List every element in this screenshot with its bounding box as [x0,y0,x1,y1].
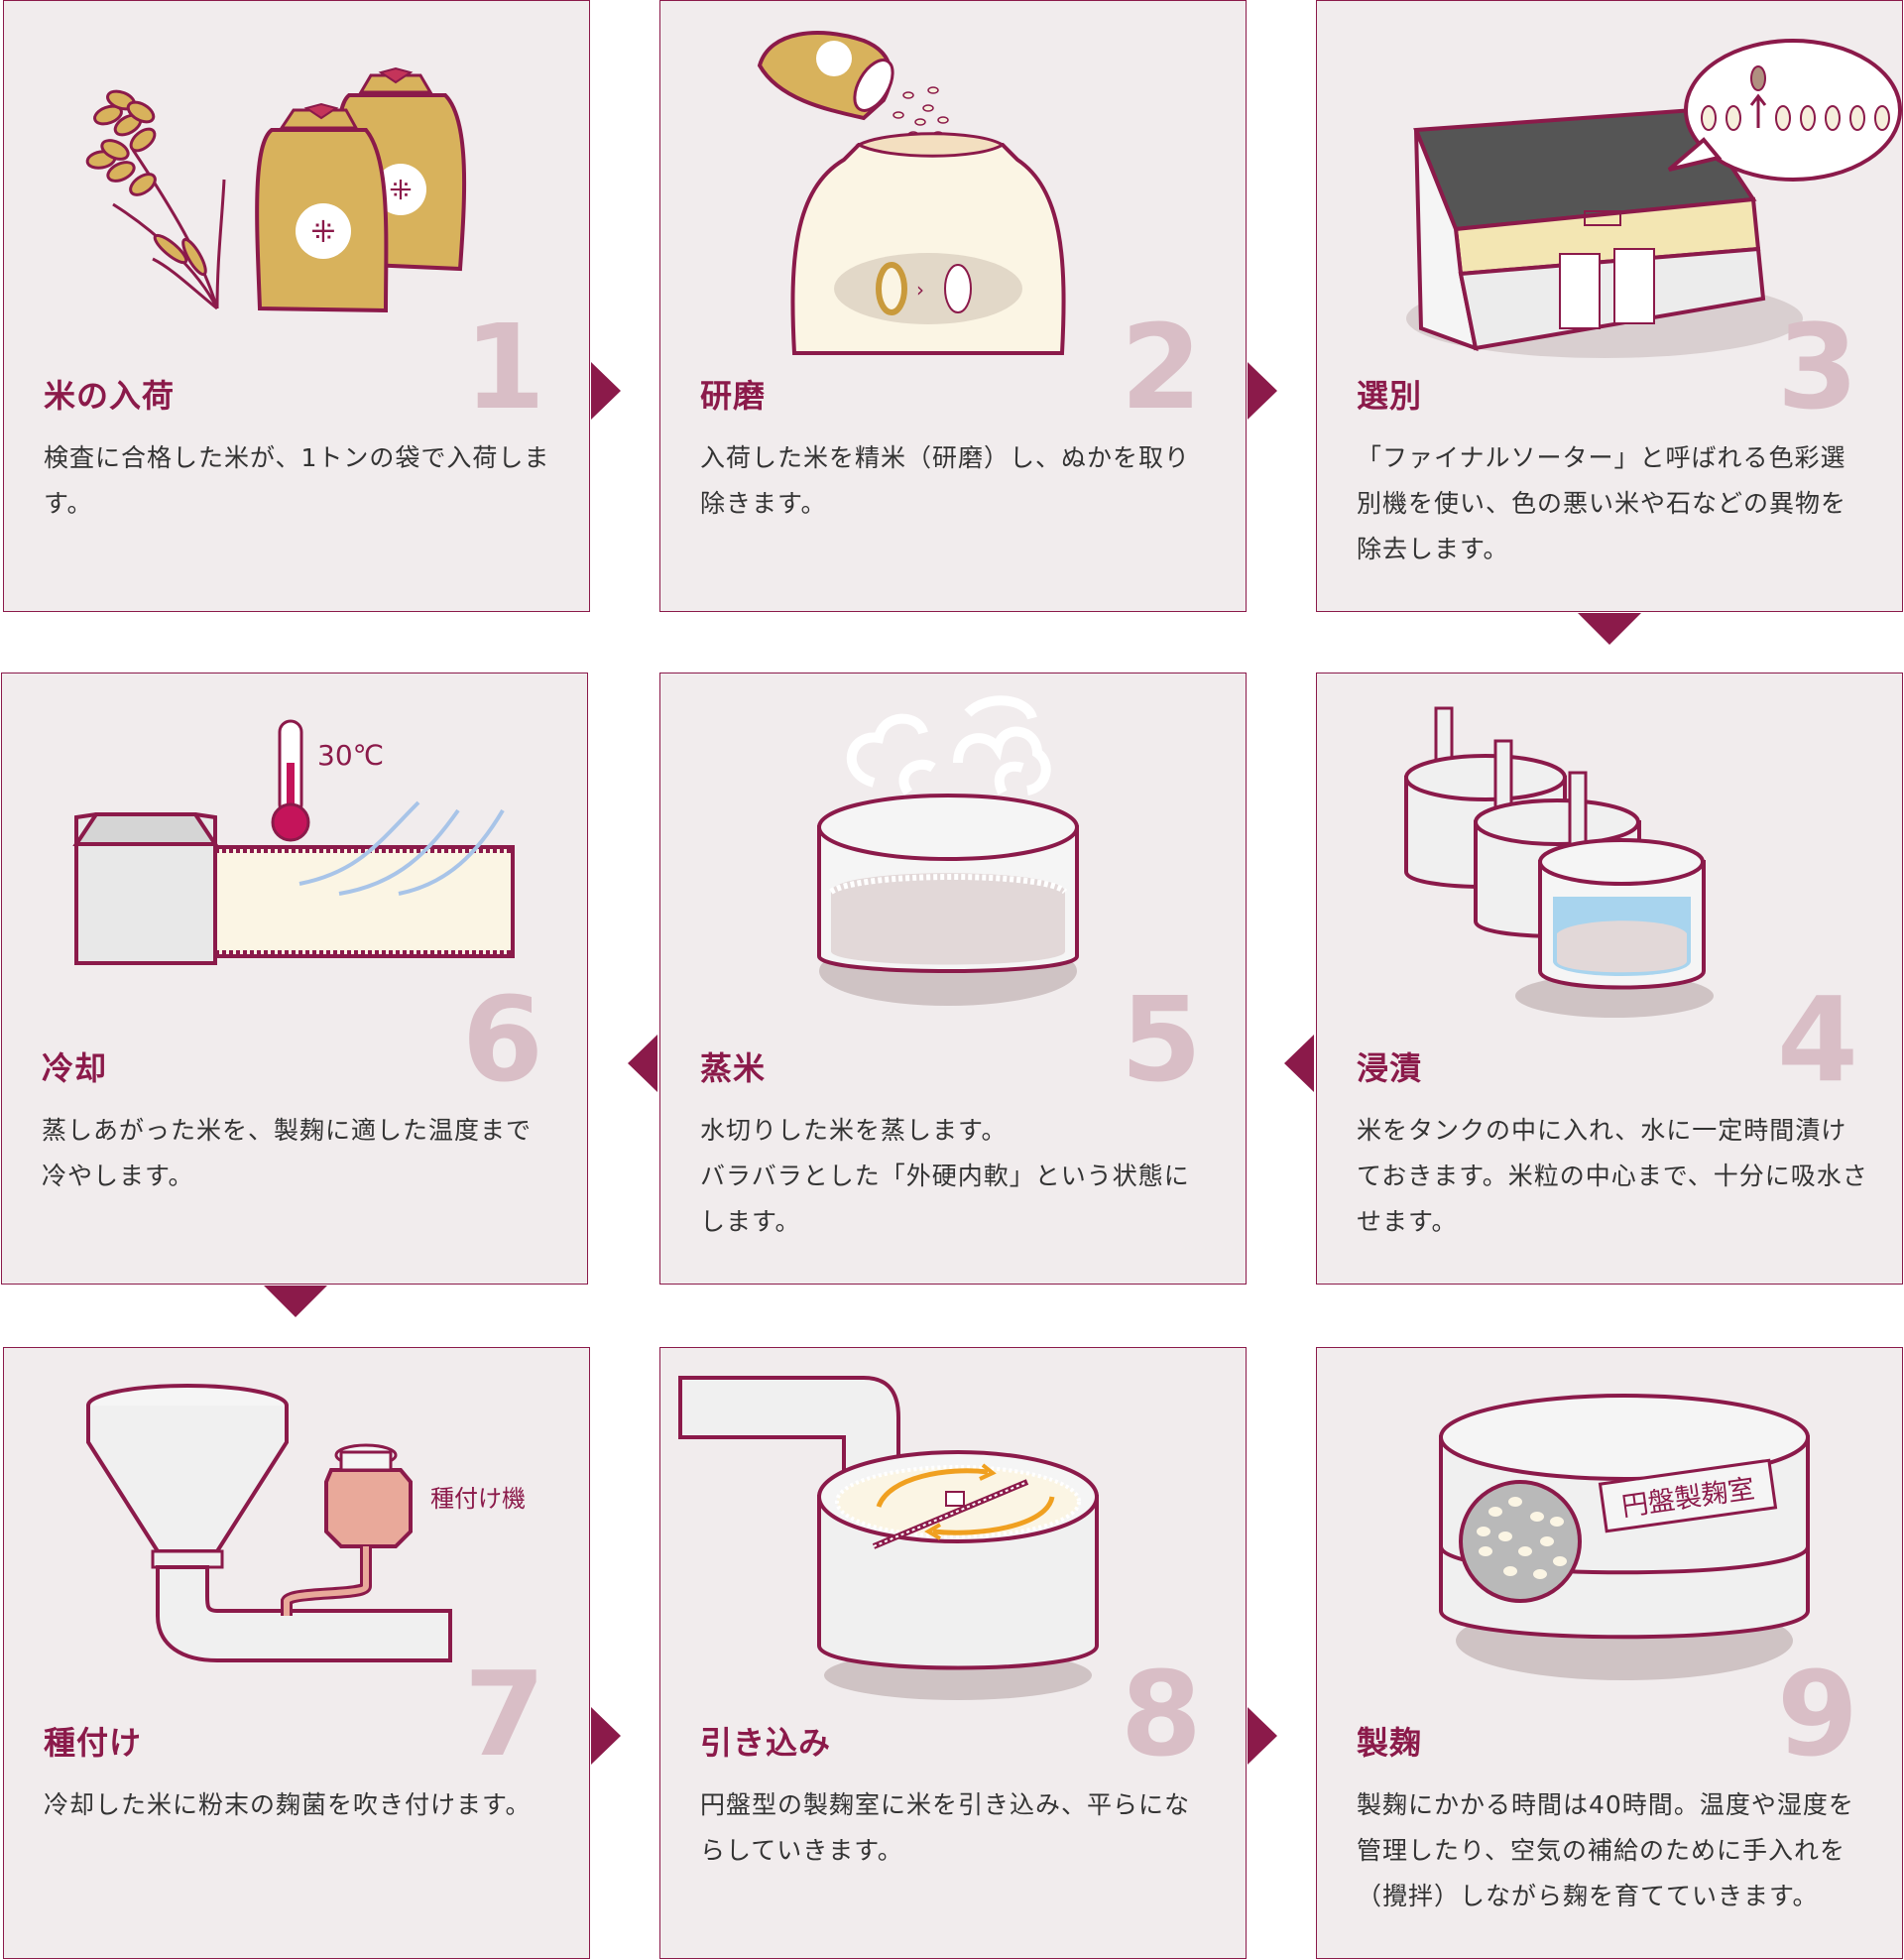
step-description: 「ファイナルソーター」と呼ばれる色彩選別機を使い、色の悪い米や石などの異物を除去… [1357,443,1847,563]
hopper-icon [86,1384,452,1662]
step-title: 冷却 [42,1049,108,1087]
step-number: 9 [1776,1646,1858,1782]
flow-arrow-right-icon [1248,362,1277,420]
step-card-2: › 2 研磨 入荷した米を精米（研磨）し、ぬかを取り除きます。 [659,0,1247,612]
cooling-machine-icon [72,812,515,965]
flow-arrow-left-icon [1284,1035,1314,1092]
step-card-7: 種付け機 7 種付け 冷却した米に粉末の麹菌を吹き付けます。 [3,1347,590,1959]
cooling-illustration: 30℃ [72,719,515,965]
step-title: 研磨 [700,377,767,415]
step-number: 5 [1120,971,1202,1108]
flow-arrow-left-icon [628,1035,657,1092]
step-number: 8 [1120,1646,1202,1782]
step-title: 蒸米 [700,1049,767,1087]
step-title: 浸漬 [1357,1049,1423,1087]
flow-arrow-right-icon [1248,1707,1277,1765]
seeding-machine-icon [281,1443,413,1616]
step-number: 2 [1120,299,1202,435]
step-number: 1 [463,299,545,435]
thermometer-icon [271,719,310,842]
seeder-label: 種付け機 [430,1485,526,1513]
rice-grains-icon [892,86,949,139]
svg-text:›: › [916,278,924,302]
polishing-machine-icon: › [790,132,1066,355]
airflow-lines-icon [298,800,505,896]
koji-making-illustration: 円盤製麹室 [1439,1394,1810,1680]
step-card-3: 3 選別 「ファイナルソーター」と呼ばれる色彩選別機を使い、色の悪い米や石などの… [1316,0,1903,612]
step-title: 選別 [1357,377,1423,415]
step-title: 米の入荷 [44,377,176,415]
svg-text:⁜: ⁜ [389,174,412,206]
step-number: 3 [1776,299,1858,435]
koji-room-sign-icon: 円盤製麹室 [1598,1458,1778,1533]
soaking-tanks-icon [1404,706,1714,1018]
step-description: 冷却した米に粉末の麹菌を吹き付けます。 [44,1790,532,1819]
step-card-5: 5 蒸米 水切りした米を蒸します。 バラバラとした「外硬内軟」という状態にします… [659,673,1247,1285]
step-description-line: バラバラとした「外硬内軟」という状態にします。 [700,1162,1190,1236]
flow-arrow-down-icon [1578,613,1641,645]
step-card-8: 8 引き込み 円盤型の製麹室に米を引き込み、平らにならしていきます。 [659,1347,1247,1959]
step-card-4: 4 浸漬 米をタンクの中に入れ、水に一定時間漬けておきます。米粒の中心まで、十分… [1316,673,1903,1285]
step-number: 6 [461,971,543,1108]
step-card-6: 30℃ 6 冷却 蒸しあがった米を、製麹に適した温度まで冷やします。 [1,673,588,1285]
step-description: 円盤型の製麹室に米を引き込み、平らにならしていきます。 [700,1790,1191,1865]
step-card-1: ⁜ ⁜ 1 米の入荷 検査に合格した米が、1トンの袋で入荷します。 [3,0,590,612]
steaming-illustration [817,695,1079,1006]
sorting-illustration [1406,39,1902,358]
flow-arrow-down-icon [264,1286,327,1317]
svg-text:⁜: ⁜ [310,215,335,250]
color-sorter-machine-icon [1413,107,1766,352]
loading-illustration [678,1376,1099,1700]
steamer-tank-icon [817,794,1079,1006]
speech-bubble-icon [1667,39,1902,182]
step-description: 検査に合格した米が、1トンの袋で入荷します。 [44,443,550,518]
flow-arrow-right-icon [591,1707,621,1765]
koji-grains-icon [1477,1497,1567,1579]
pouring-bag-icon [757,31,894,121]
temperature-label: 30℃ [317,739,384,772]
rice-bag-icon: ⁜ [255,102,389,313]
step-description: 米をタンクの中に入れ、水に一定時間漬けておきます。米粒の中心まで、十分に吸水させ… [1357,1116,1868,1236]
soaking-illustration [1404,706,1714,1018]
step-description: 入荷した米を精米（研磨）し、ぬかを取り除きます。 [700,443,1191,518]
rice-plant-icon [85,89,226,310]
steam-icon [846,695,1051,796]
polishing-illustration: › [757,31,1066,355]
flow-arrow-right-icon [591,362,621,420]
step-number: 4 [1776,971,1858,1108]
step-title: 種付け [44,1724,143,1762]
step-description-line: 水切りした米を蒸します。 [700,1116,1008,1145]
step-description: 蒸しあがった米を、製麹に適した温度まで冷やします。 [42,1116,533,1190]
step-number: 7 [463,1646,545,1782]
step-description: 製麹にかかる時間は40時間。温度や湿度を管理したり、空気の補給のために手入れを（… [1357,1790,1854,1910]
seeding-illustration: 種付け機 [86,1384,526,1662]
step-description: 水切りした米を蒸します。 バラバラとした「外硬内軟」という状態にします。 [700,1108,1212,1245]
step-title: 引き込み [700,1724,832,1762]
rice-delivery-illustration: ⁜ ⁜ [85,66,467,313]
step-card-9: 円盤製麹室 9 製麹 製麹にかかる時間は40時間。温度や湿度を管理したり、空気の… [1316,1347,1903,1959]
step-title: 製麹 [1357,1724,1423,1762]
koji-disc-tank-icon [817,1450,1099,1670]
